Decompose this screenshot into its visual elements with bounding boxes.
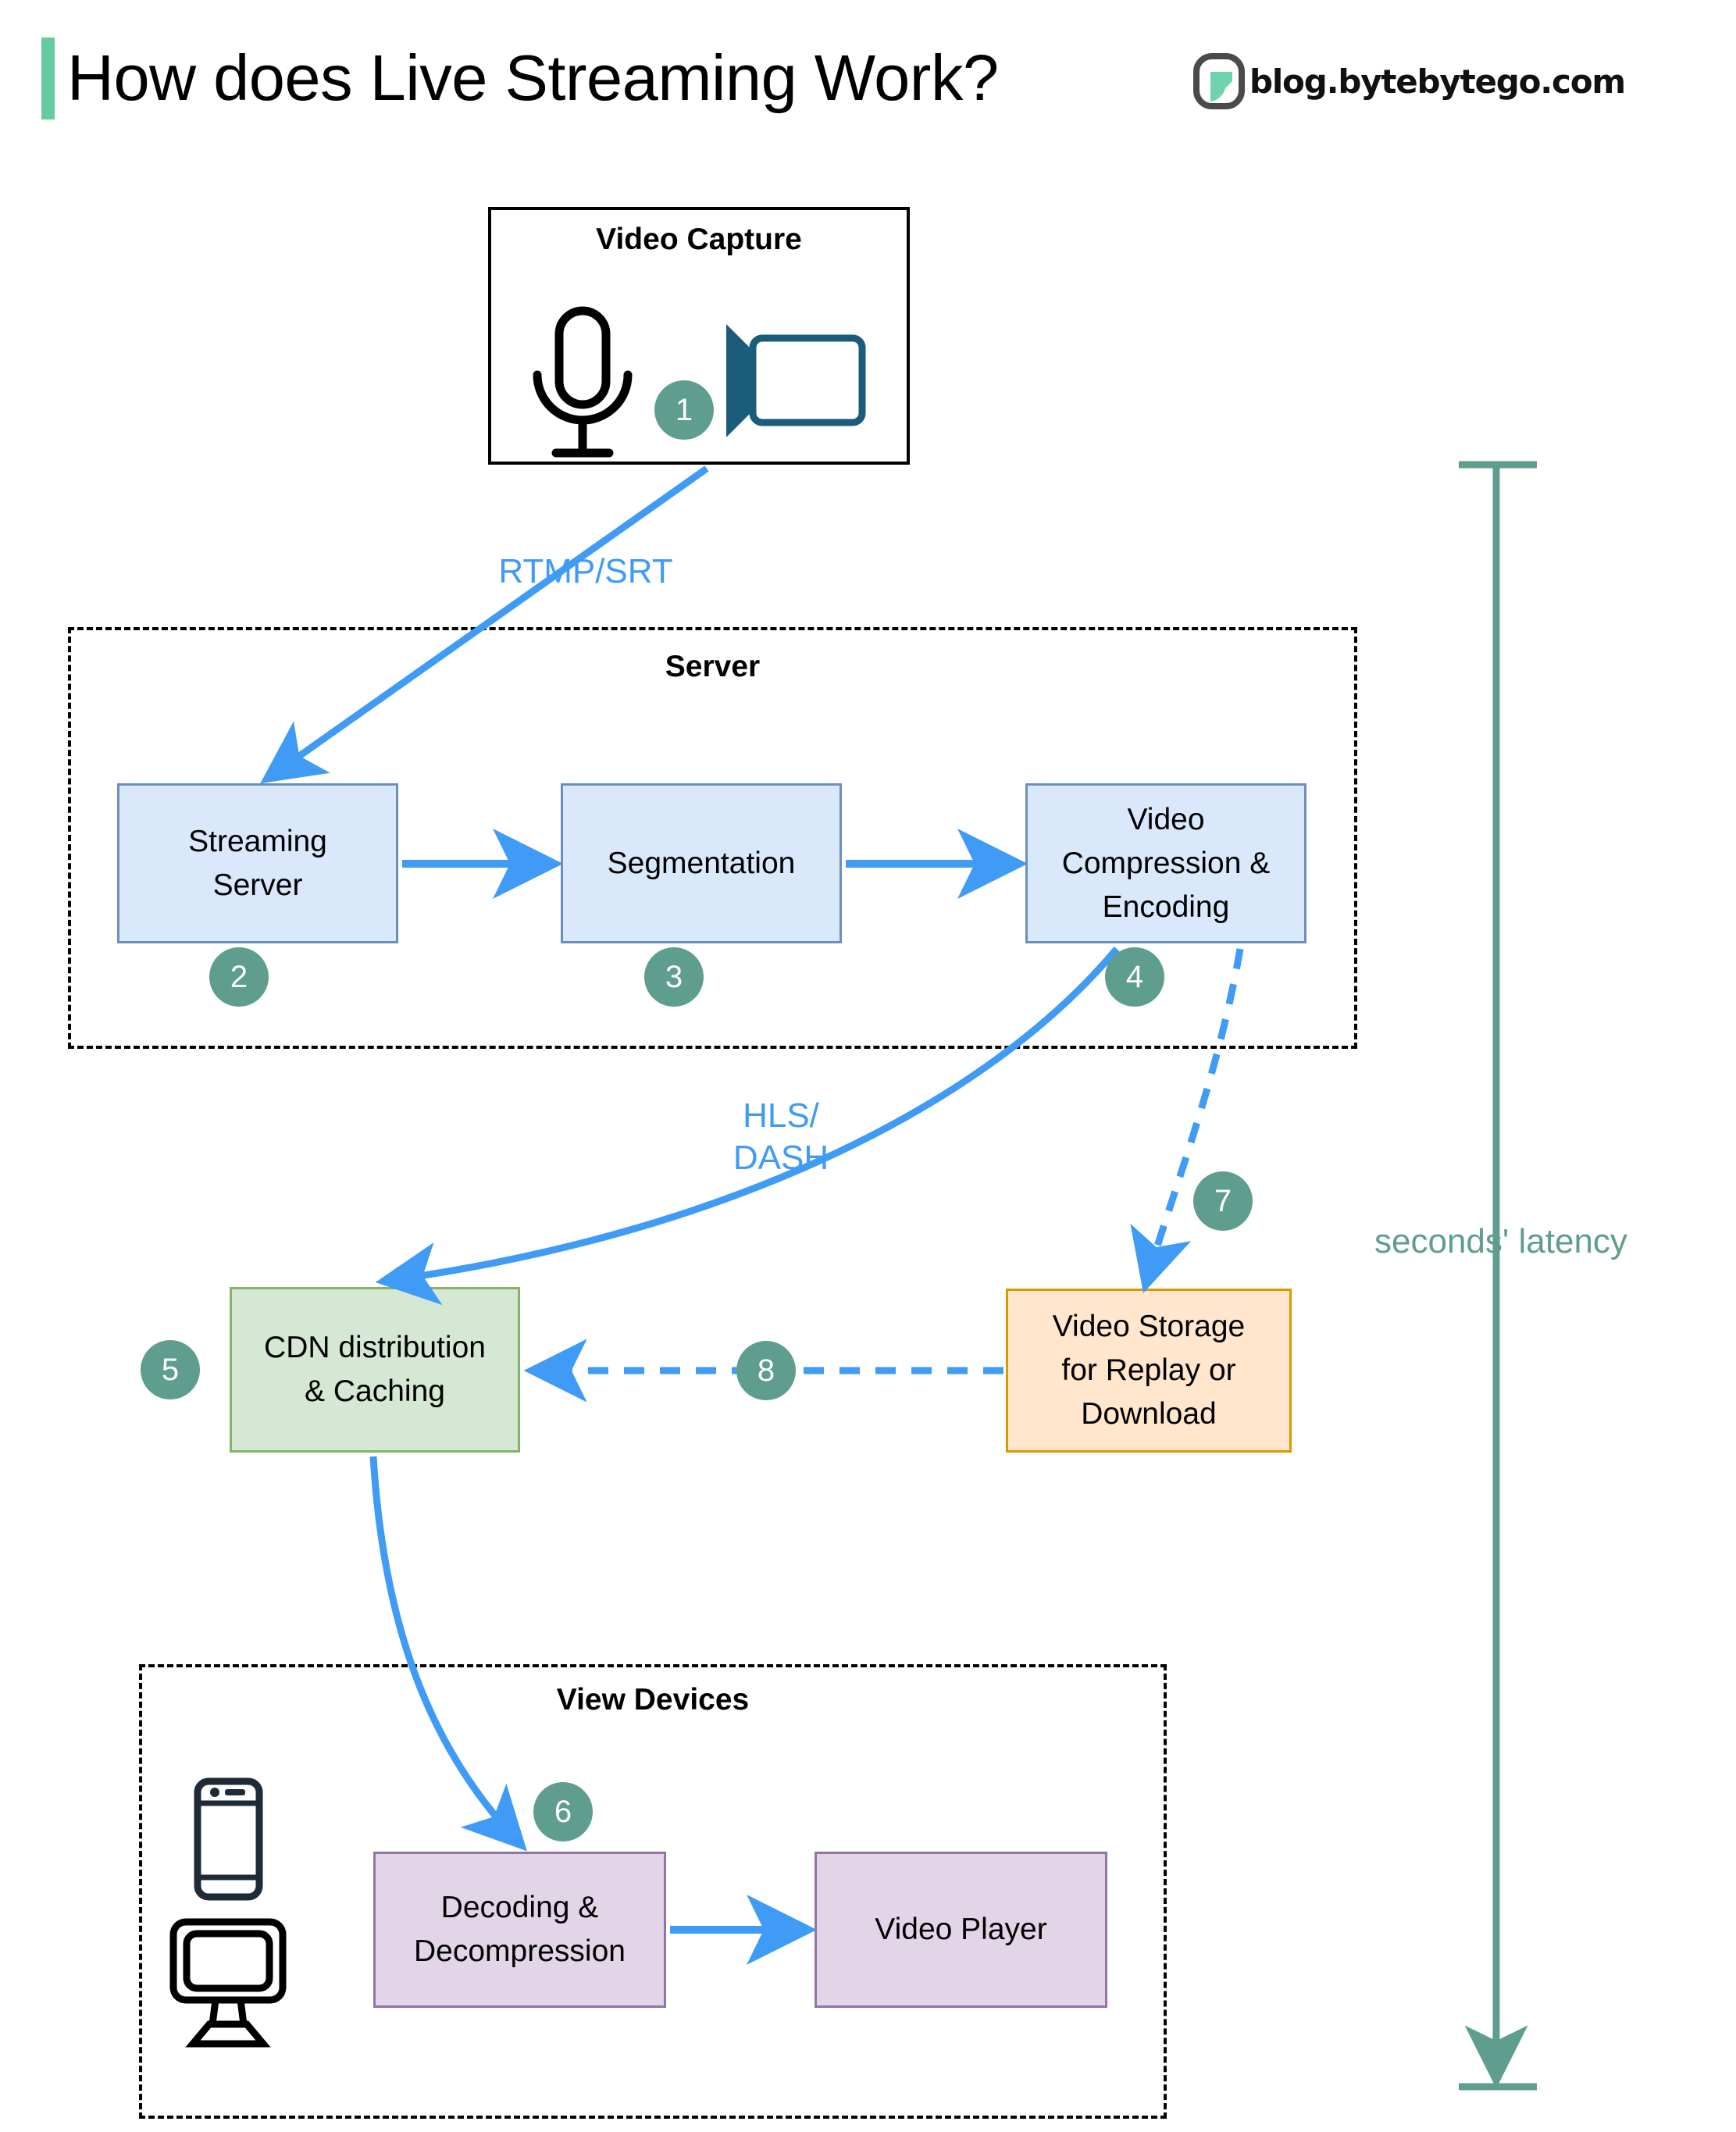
page-title: How does Live Streaming Work? bbox=[67, 41, 999, 114]
step-badge-1[interactable]: 1 bbox=[654, 380, 714, 440]
node-decoding-decompression[interactable]: Decoding & Decompression bbox=[373, 1852, 666, 2008]
bytebytego-logo-icon bbox=[1193, 53, 1245, 109]
node-video-player-label: Video Player bbox=[875, 1913, 1047, 1946]
title-accent-bar bbox=[41, 37, 55, 119]
node-video-compression[interactable]: Video Compression & Encoding bbox=[1025, 783, 1306, 943]
step-badge-5[interactable]: 5 bbox=[141, 1340, 200, 1399]
step-badge-4[interactable]: 4 bbox=[1105, 947, 1164, 1007]
node-streaming-server[interactable]: Streaming Server bbox=[117, 783, 398, 943]
step-badge-8[interactable]: 8 bbox=[736, 1341, 796, 1400]
node-video-storage[interactable]: Video Storage for Replay or Download bbox=[1006, 1289, 1292, 1453]
step-badge-2[interactable]: 2 bbox=[209, 947, 269, 1007]
node-decoding-decompression-label: Decoding & Decompression bbox=[414, 1891, 626, 1968]
node-streaming-server-label: Streaming Server bbox=[188, 824, 327, 902]
step-badge-3[interactable]: 3 bbox=[644, 947, 704, 1007]
node-cdn-distribution[interactable]: CDN distribution & Caching bbox=[230, 1287, 520, 1453]
node-video-compression-label: Video Compression & Encoding bbox=[1061, 802, 1271, 924]
step-badge-7[interactable]: 7 bbox=[1193, 1171, 1253, 1231]
node-cdn-distribution-label: CDN distribution & Caching bbox=[264, 1331, 486, 1408]
node-video-player[interactable]: Video Player bbox=[815, 1852, 1107, 2008]
group-view-devices bbox=[139, 1664, 1167, 2119]
edge-label-rtmp-srt: RTMP/SRT bbox=[498, 552, 673, 590]
brand-text: blog.bytebytego.com bbox=[1249, 62, 1626, 101]
node-segmentation-label: Segmentation bbox=[607, 846, 796, 880]
group-video-capture-title: Video Capture bbox=[596, 223, 802, 256]
node-segmentation[interactable]: Segmentation bbox=[561, 783, 842, 943]
latency-bracket bbox=[1459, 461, 1537, 2091]
node-video-storage-label: Video Storage for Replay or Download bbox=[1052, 1310, 1246, 1431]
group-server-title: Server bbox=[665, 650, 761, 683]
brand: blog.bytebytego.com bbox=[1193, 53, 1626, 109]
step-badge-6[interactable]: 6 bbox=[533, 1782, 593, 1841]
latency-label: seconds' latency bbox=[1374, 1222, 1627, 1260]
group-view-devices-title: View Devices bbox=[556, 1683, 750, 1717]
edge-label-hls-dash: HLS/ DASH bbox=[733, 1096, 829, 1177]
